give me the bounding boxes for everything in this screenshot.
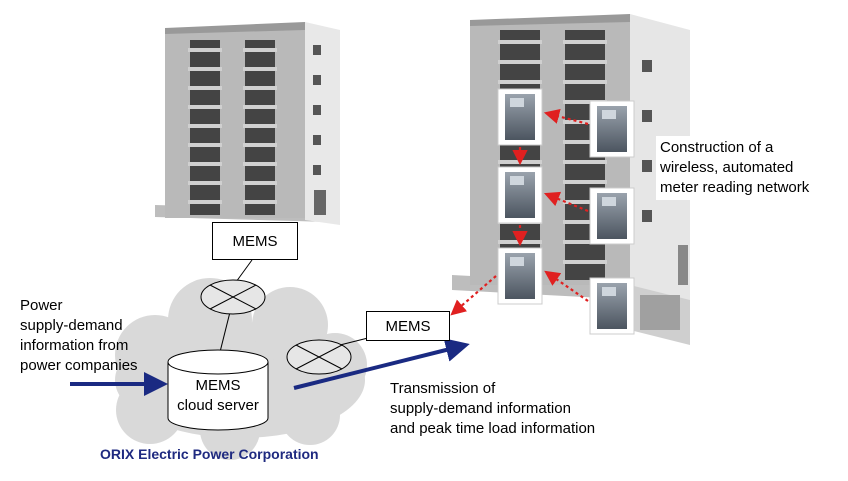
floor-slab (188, 67, 222, 71)
floor-slab (188, 181, 222, 185)
mems-left-label: MEMS (232, 232, 278, 250)
mems-box-right: MEMS (366, 311, 450, 341)
floor-slab (243, 86, 277, 90)
meter-icon-4 (589, 187, 635, 245)
floor-slab (243, 105, 277, 109)
floor-slab (498, 40, 542, 44)
meter-icon-1 (497, 88, 543, 146)
wireless-network-text: Construction of a wireless, automated me… (656, 136, 814, 200)
power-info-text: Power supply-demand information from pow… (20, 297, 138, 374)
floor-slab (243, 48, 277, 52)
floor-slab (243, 143, 277, 147)
router-icon-right (286, 339, 352, 375)
floor-slab (188, 48, 222, 52)
floor-slab (188, 105, 222, 109)
floor-slab (563, 180, 607, 184)
floor-slab (188, 143, 222, 147)
floor-slab (563, 100, 607, 104)
wireless-links (450, 108, 589, 316)
line-router-to-cloud (219, 311, 231, 353)
floor-slab (498, 80, 542, 84)
floor-slab (498, 60, 542, 64)
floor-slab (563, 240, 607, 244)
floor-slab (188, 200, 222, 204)
floor-slab (563, 160, 607, 164)
floor-slab (243, 67, 277, 71)
floor-slab (563, 220, 607, 224)
cloud-server-label: MEMS cloud server (177, 377, 259, 414)
left-building-icon (155, 22, 340, 225)
floor-slab (563, 40, 607, 44)
floor-slab (563, 140, 607, 144)
floor-slab (243, 162, 277, 166)
meter-icon-6 (589, 277, 635, 335)
floor-slab (243, 124, 277, 128)
router-icon-left (200, 279, 266, 315)
transmission-text: Transmission of supply-demand informatio… (390, 380, 596, 437)
meter-icon-5 (497, 247, 543, 305)
right-building-icon (452, 14, 690, 345)
floor-slab (188, 124, 222, 128)
floor-slab (188, 86, 222, 90)
floor-slab (563, 260, 607, 264)
mems-box-left: MEMS (212, 222, 298, 260)
floor-slab (563, 60, 607, 64)
line-mems-to-router (235, 259, 253, 283)
mems-right-label: MEMS (385, 317, 431, 335)
floor-slab (188, 162, 222, 166)
floor-slab (563, 120, 607, 124)
floor-slab (243, 200, 277, 204)
meter-icon-2 (589, 100, 635, 158)
database-cylinder-icon (167, 349, 269, 431)
organization-label: ORIX Electric Power Corporation (100, 446, 319, 462)
floor-slab (243, 181, 277, 185)
transmission-arrow (293, 338, 470, 390)
meter-icon-3 (497, 166, 543, 224)
floor-slab (563, 80, 607, 84)
floor-slab (563, 200, 607, 204)
